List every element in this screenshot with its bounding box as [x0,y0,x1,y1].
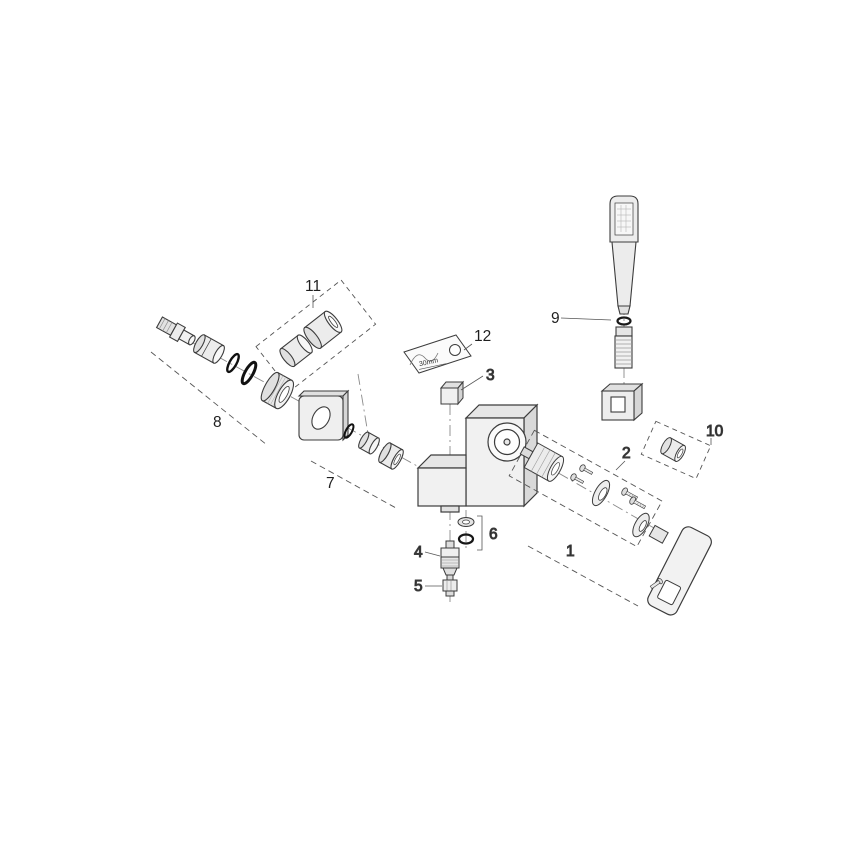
part-label-6: 6 [489,526,498,543]
screw-plug: 3 [439,367,495,406]
part-label-4: 4 [414,544,423,561]
part-label-12: 12 [474,328,491,345]
shower-wall-bracket [600,382,644,422]
lever-handle [647,526,712,616]
template-dimension-text: 30mm [418,357,439,368]
part-label-7: 7 [326,475,335,492]
part-label-10: 10 [706,423,724,440]
label-8-group: 8 [150,351,268,446]
part-label-3: 3 [486,367,495,384]
o-ring-small [226,352,240,374]
diverter-cartridge: 4 [414,540,460,581]
mixer-body [416,403,539,513]
hand-shower [600,195,644,422]
shower-nozzle-grid [617,205,631,232]
mixer-cartridge [519,442,565,482]
outlet-screw: 5 [414,578,458,597]
shower-o-ring [616,316,632,326]
part-label-11: 11 [305,278,321,295]
cartridge-flange [591,479,611,507]
washer-nut [358,431,380,455]
threaded-nipple [155,316,196,346]
aerator-assembly: 11 [255,278,377,392]
shower-hose [614,335,633,369]
handle-assembly: 1 [527,512,712,616]
part-label-9: 9 [551,310,560,327]
label-7-group: 7 [310,460,397,509]
handle-stub [648,524,669,544]
part-label-5: 5 [414,578,423,595]
check-valve: 10 [640,420,724,480]
part-label-1: 1 [566,543,575,560]
handle-rosette [632,512,650,538]
mounting-template: 30mm 12 [403,328,491,374]
union-nut [260,371,295,410]
wall-escutcheon [297,389,350,442]
wall-union-set [155,316,350,442]
axis-lines [161,304,655,602]
flange-screw-b [629,496,647,510]
seal-ring [343,423,355,439]
cartridge-screw-b [579,464,594,475]
part-label-8: 8 [213,414,222,431]
cartridge-screw-a [570,473,585,484]
grub-screw [649,578,663,590]
part-label-2: 2 [622,445,631,462]
connector-nut [193,334,225,364]
spout-union-parts [343,423,404,470]
cartridge-assembly: 2 [508,429,663,548]
o-ring-large [240,360,258,386]
diverter-seals: 6 [457,515,498,551]
coupling-nut [378,442,404,470]
label-9-group: 9 [551,310,612,327]
